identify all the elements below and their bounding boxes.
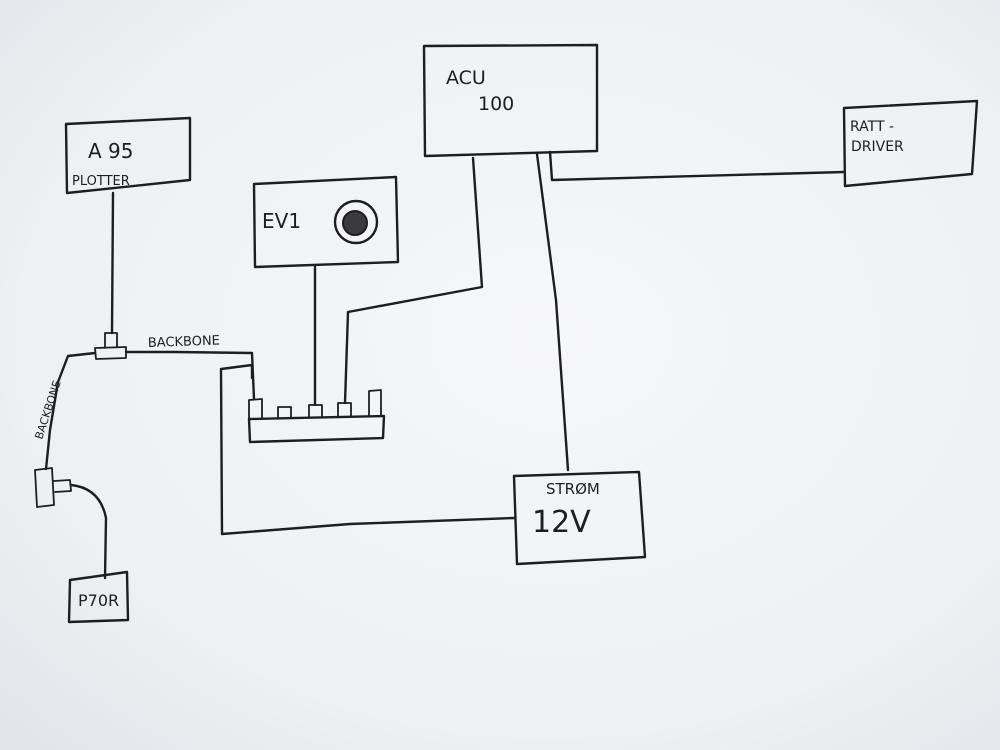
wire-acu-to-ratt-driver xyxy=(548,150,846,182)
a95-plotter-box: A 95 PLOTTER xyxy=(64,116,192,195)
plotter-label-line1: A 95 xyxy=(88,139,134,163)
wire-end-connector-to-p70r xyxy=(69,483,108,580)
network-block xyxy=(247,389,386,444)
ratt-driver-box: RATT - DRIVER xyxy=(842,99,979,188)
wires xyxy=(44,150,846,580)
plotter-label-line2: PLOTTER xyxy=(72,174,130,189)
ev1-box: EV1 xyxy=(252,175,400,269)
acu-100-box: ACU 100 xyxy=(422,43,599,158)
wire-acu-to-block xyxy=(343,156,484,405)
acu-label-line1: ACU xyxy=(446,67,486,89)
wire-plotter-to-connector xyxy=(110,191,115,335)
p70r-label: P70R xyxy=(78,591,119,610)
ratt-label-line1: RATT - xyxy=(850,119,894,135)
backbone-label-top: BACKBONE xyxy=(148,333,221,351)
wire-acu-to-power xyxy=(535,152,570,472)
acu-label-line2: 100 xyxy=(478,93,514,115)
wire-backbone-connector-to-end xyxy=(44,351,97,471)
power-label-strom: STRØM xyxy=(546,480,600,498)
ev1-label: EV1 xyxy=(262,209,301,233)
power-label-volt: 12V xyxy=(532,505,591,540)
ev1-knob-inner-icon xyxy=(342,210,368,236)
ratt-label-line2: DRIVER xyxy=(851,139,904,155)
wire-power-loop xyxy=(219,363,516,536)
ev1-knob-icon xyxy=(333,199,379,245)
power-12v-box: STRØM 12V xyxy=(512,470,647,566)
p70r-box: P70R xyxy=(67,570,130,624)
